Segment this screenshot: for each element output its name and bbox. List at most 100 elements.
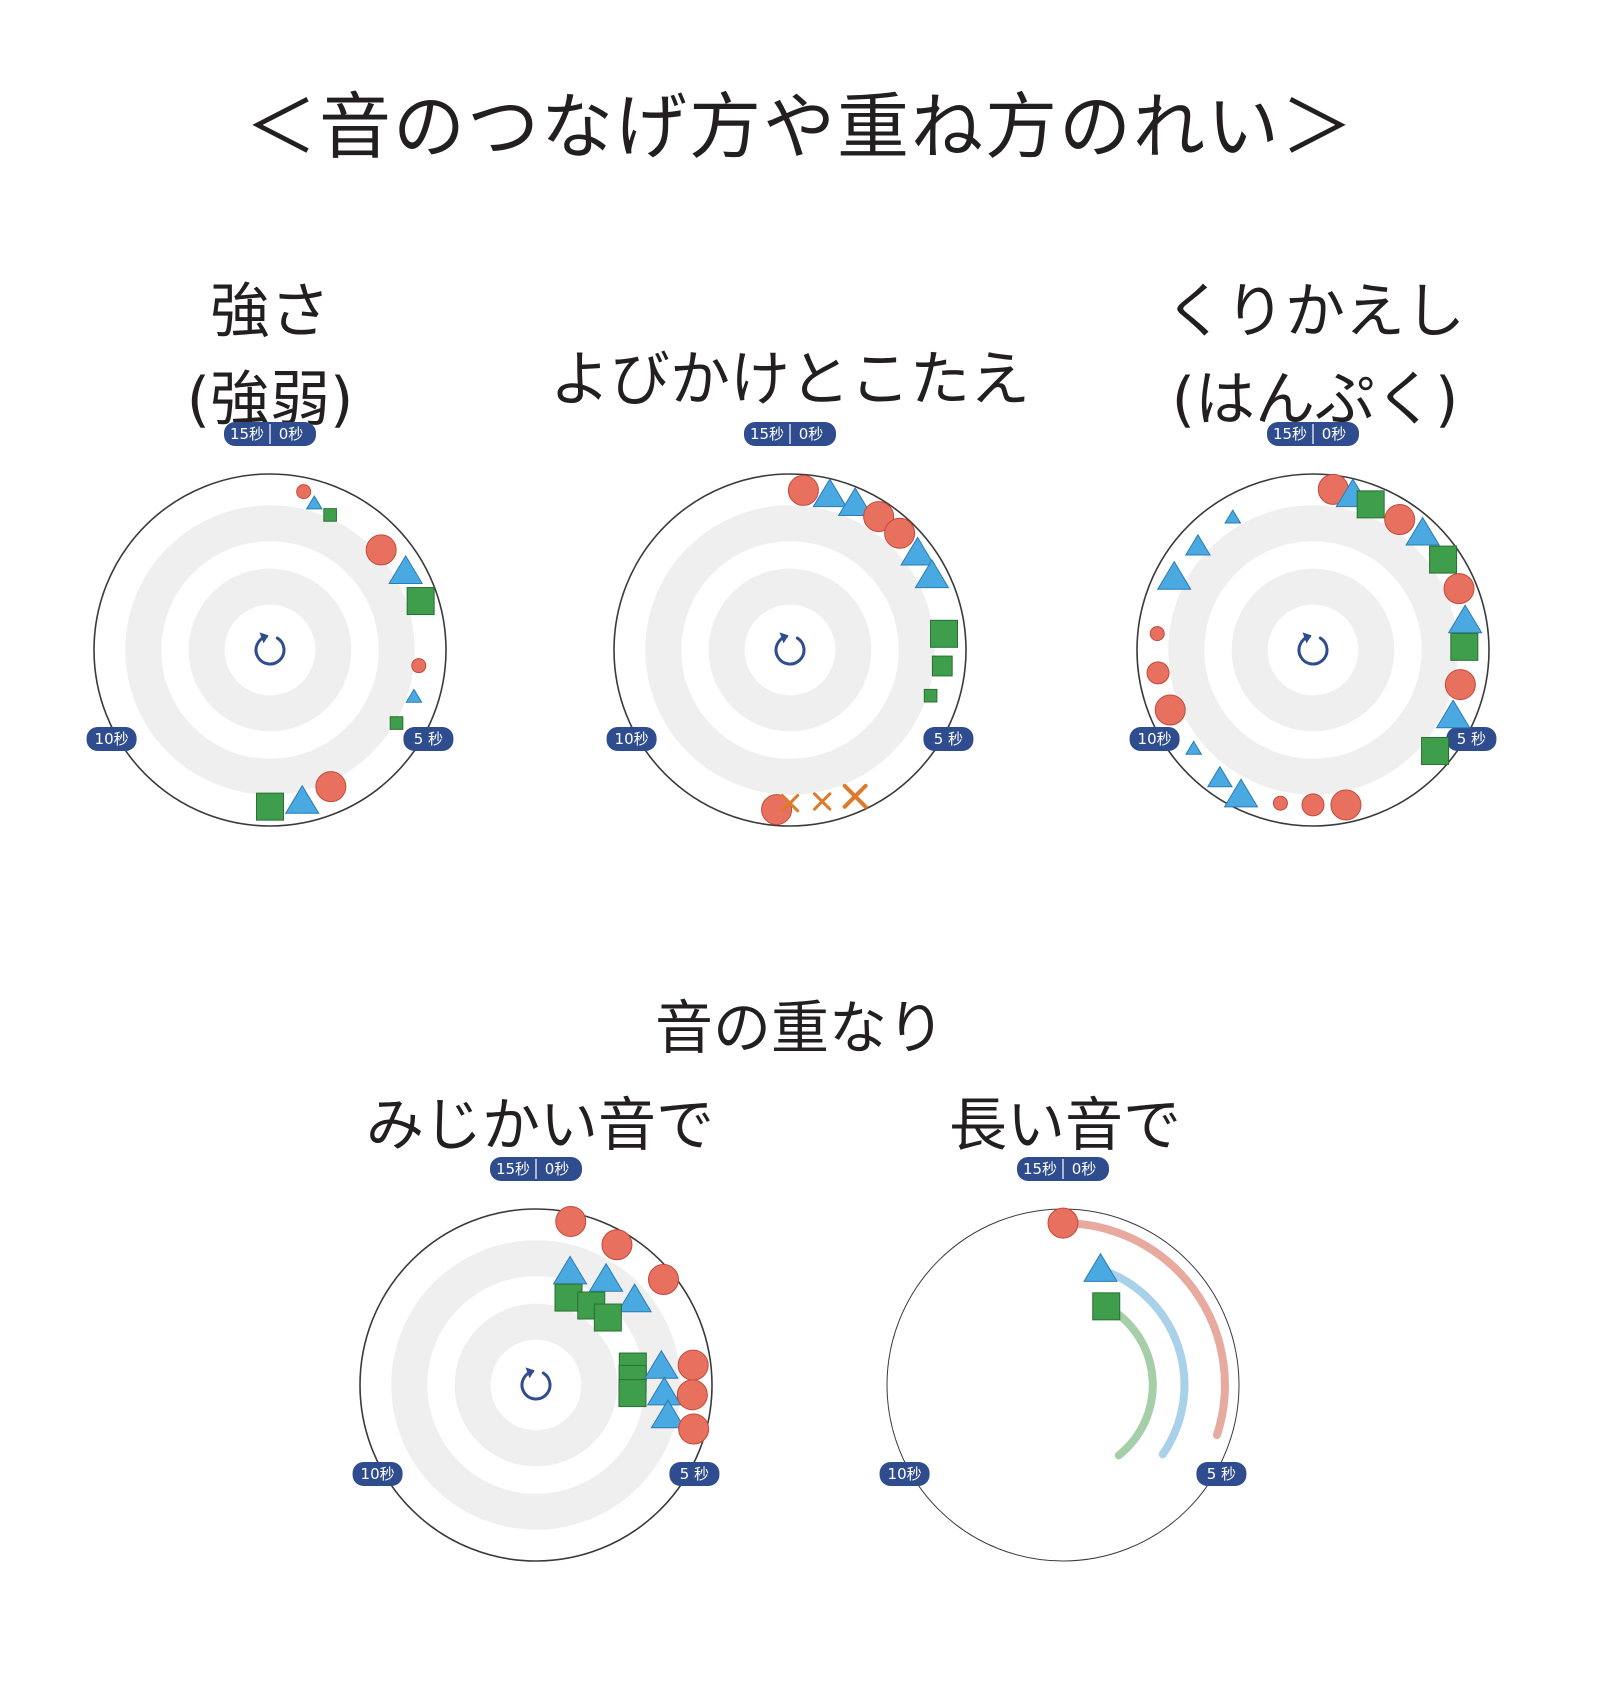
note-triangle[interactable] bbox=[1206, 765, 1233, 788]
note-triangle[interactable] bbox=[284, 784, 320, 814]
note-square[interactable] bbox=[1450, 632, 1479, 661]
note-circle[interactable] bbox=[787, 474, 819, 506]
note-square[interactable] bbox=[593, 1303, 622, 1332]
note-triangle[interactable] bbox=[405, 688, 423, 703]
note-triangle[interactable] bbox=[900, 536, 935, 566]
note-square[interactable] bbox=[1429, 545, 1458, 574]
note-circle[interactable] bbox=[365, 534, 397, 566]
time-badge-10: 10秒 bbox=[1129, 727, 1180, 751]
time-badge-10: 10秒 bbox=[352, 1462, 403, 1486]
note-circle[interactable] bbox=[1047, 1207, 1079, 1239]
time-badge-5: 5 秒 bbox=[923, 727, 974, 751]
note-triangle[interactable] bbox=[1435, 699, 1471, 729]
reset-icon[interactable] bbox=[520, 1367, 552, 1401]
note-circle[interactable] bbox=[601, 1229, 633, 1261]
note-triangle[interactable] bbox=[305, 495, 323, 510]
time-badge-text: 10秒 bbox=[615, 730, 649, 748]
time-badge-text: 0秒 bbox=[799, 425, 824, 443]
time-badge-text: 10秒 bbox=[361, 1465, 395, 1483]
note-circle[interactable] bbox=[1272, 795, 1288, 811]
note-triangle[interactable] bbox=[1156, 560, 1192, 590]
note-triangle[interactable] bbox=[837, 486, 873, 516]
note-circle[interactable] bbox=[1154, 694, 1186, 726]
time-badge-bg bbox=[923, 727, 974, 751]
note-square[interactable] bbox=[389, 716, 404, 730]
note-cross[interactable] bbox=[842, 783, 868, 809]
note-circle[interactable] bbox=[1384, 504, 1416, 536]
note-triangle[interactable] bbox=[643, 1349, 679, 1379]
note-circle[interactable] bbox=[1301, 793, 1325, 817]
note-triangle[interactable] bbox=[914, 559, 950, 589]
note-circle[interactable] bbox=[1444, 669, 1476, 701]
note-square[interactable] bbox=[1092, 1292, 1121, 1321]
note-cross[interactable] bbox=[813, 792, 832, 811]
time-badge-bg bbox=[669, 1462, 720, 1486]
note-triangle[interactable] bbox=[1083, 1252, 1118, 1282]
note-triangle[interactable] bbox=[588, 1262, 624, 1292]
dial-ring-outer bbox=[1168, 505, 1458, 795]
note-square[interactable] bbox=[923, 688, 938, 703]
note-circle[interactable] bbox=[1146, 661, 1170, 685]
note-circle[interactable] bbox=[677, 1349, 709, 1381]
note-circle[interactable] bbox=[411, 658, 427, 674]
note-circle[interactable] bbox=[1330, 789, 1362, 821]
note-circle[interactable] bbox=[761, 794, 793, 826]
dial-ring-outer bbox=[125, 505, 415, 795]
note-triangle[interactable] bbox=[650, 1399, 686, 1429]
reset-icon[interactable] bbox=[254, 632, 286, 666]
note-triangle[interactable] bbox=[646, 1376, 682, 1406]
sustain-arc-square bbox=[1102, 1302, 1157, 1460]
note-triangle[interactable] bbox=[1223, 778, 1259, 808]
time-badge-bg bbox=[352, 1462, 403, 1486]
note-triangle[interactable] bbox=[1405, 516, 1441, 546]
note-circle[interactable] bbox=[863, 501, 895, 533]
note-circle[interactable] bbox=[1149, 626, 1165, 642]
note-circle[interactable] bbox=[647, 1264, 679, 1296]
note-circle[interactable] bbox=[296, 484, 312, 500]
note-square[interactable] bbox=[1356, 490, 1385, 519]
reset-arc bbox=[774, 634, 806, 666]
time-badge-5: 5 秒 bbox=[1196, 1462, 1247, 1486]
dial-ring-inner bbox=[188, 568, 352, 732]
note-triangle[interactable] bbox=[617, 1283, 652, 1313]
note-triangle[interactable] bbox=[1185, 740, 1203, 755]
note-square[interactable] bbox=[1421, 736, 1450, 765]
note-square[interactable] bbox=[406, 587, 435, 616]
reset-icon[interactable] bbox=[1297, 632, 1329, 666]
dial-ring-inner bbox=[454, 1303, 618, 1467]
time-badge-5: 5 秒 bbox=[403, 727, 454, 751]
note-circle[interactable] bbox=[676, 1379, 708, 1411]
note-circle[interactable] bbox=[315, 771, 347, 803]
note-circle[interactable] bbox=[1443, 573, 1475, 605]
time-badge-bg bbox=[1129, 727, 1180, 751]
time-badge-text: 10秒 bbox=[1138, 730, 1172, 748]
note-triangle[interactable] bbox=[1224, 509, 1242, 524]
note-square[interactable] bbox=[618, 1379, 647, 1408]
note-circle[interactable] bbox=[555, 1205, 587, 1237]
note-square[interactable] bbox=[931, 655, 953, 677]
note-square[interactable] bbox=[256, 792, 284, 821]
note-square[interactable] bbox=[930, 619, 959, 648]
time-badge-bg bbox=[1446, 727, 1497, 751]
note-cross[interactable] bbox=[780, 793, 800, 813]
note-triangle[interactable] bbox=[812, 478, 848, 508]
time-badge-text: 5 秒 bbox=[1207, 1465, 1236, 1483]
note-triangle[interactable] bbox=[1447, 604, 1483, 634]
note-triangle[interactable] bbox=[1184, 533, 1211, 556]
note-circle[interactable] bbox=[678, 1413, 710, 1445]
time-badge-10: 10秒 bbox=[606, 727, 657, 751]
sustain-arc-circle bbox=[1059, 1219, 1229, 1440]
time-badge-text: 0秒 bbox=[1322, 425, 1347, 443]
note-circle[interactable] bbox=[884, 517, 916, 549]
reset-arc bbox=[254, 634, 286, 666]
reset-icon[interactable] bbox=[774, 632, 806, 666]
note-triangle[interactable] bbox=[388, 554, 424, 584]
note-square[interactable] bbox=[323, 508, 337, 522]
